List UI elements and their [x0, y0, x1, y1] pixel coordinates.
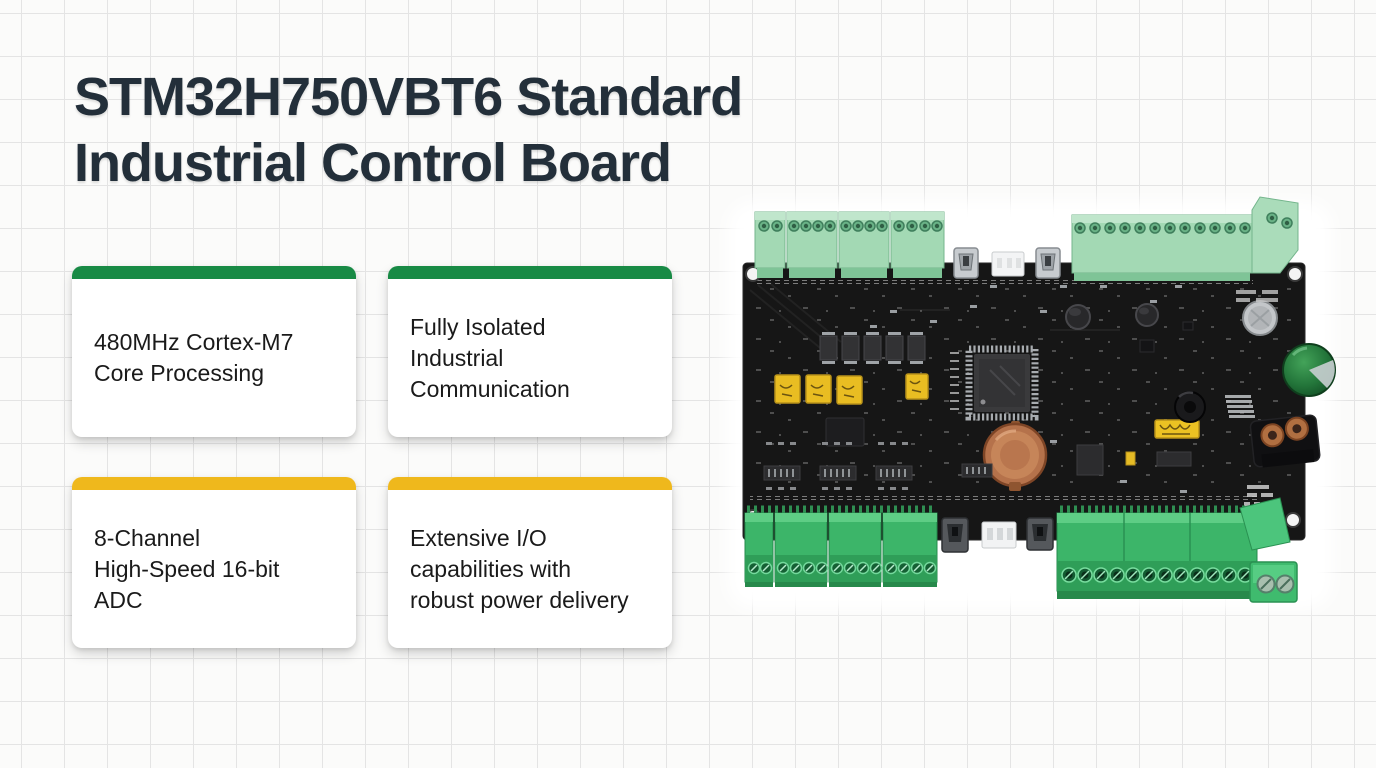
usb-port-top-right — [1035, 247, 1061, 279]
terminal-block — [744, 512, 774, 587]
feature-text: 8-Channel High-Speed 16-bit ADC — [94, 524, 280, 613]
top-terminal-blocks — [754, 196, 1299, 281]
isolator-ic-rows — [763, 442, 993, 490]
card-body: Extensive I/O capabilities with robust p… — [388, 490, 672, 648]
large-green-capacitor — [1282, 343, 1336, 397]
mcu-chip — [950, 345, 1039, 421]
fuses — [774, 373, 929, 405]
card-accent-bar — [72, 477, 356, 490]
terminal-block — [838, 211, 890, 278]
pcb-illustration — [742, 196, 1336, 603]
battery-holder — [982, 421, 1048, 491]
relay-transformer — [1249, 414, 1321, 468]
feature-cards: 480MHz Cortex-M7 Core Processing Fully I… — [72, 266, 672, 648]
terminal-block-long — [1056, 497, 1291, 599]
connector-top-white — [991, 251, 1025, 277]
terminal-block — [828, 512, 883, 587]
feature-text: Fully Isolated Industrial Communication — [410, 313, 570, 402]
feature-card-adc: 8-Channel High-Speed 16-bit ADC — [72, 477, 356, 648]
terminal-block — [890, 211, 945, 278]
terminal-block — [774, 512, 829, 587]
card-body: Fully Isolated Industrial Communication — [388, 279, 672, 437]
terminal-block — [882, 512, 938, 587]
card-accent-bar — [388, 266, 672, 279]
product-photo — [720, 190, 1340, 620]
card-body: 8-Channel High-Speed 16-bit ADC — [72, 490, 356, 648]
bottom-terminal-blocks — [744, 497, 1298, 603]
power-section — [1076, 321, 1255, 476]
ic-row — [819, 332, 926, 364]
terminal-block — [754, 211, 786, 278]
usb-port-bottom-right — [1026, 517, 1054, 551]
electrolytic-capacitors — [1065, 290, 1278, 336]
terminal-block — [786, 211, 838, 278]
terminal-block-2pin — [1249, 561, 1298, 603]
usb-port-bottom-left — [941, 517, 969, 553]
page-title: STM32H750VBT6 Standard Industrial Contro… — [74, 67, 743, 193]
feature-text: Extensive I/O capabilities with robust p… — [410, 524, 629, 613]
card-accent-bar — [72, 266, 356, 279]
feature-card-cpu: 480MHz Cortex-M7 Core Processing — [72, 266, 356, 437]
relay-small — [825, 417, 865, 447]
feature-text: 480MHz Cortex-M7 Core Processing — [94, 329, 294, 386]
terminal-block-long — [1071, 196, 1299, 281]
connector-bottom-white — [981, 521, 1017, 549]
feature-card-isolation: Fully Isolated Industrial Communication — [388, 266, 672, 437]
feature-card-io: Extensive I/O capabilities with robust p… — [388, 477, 672, 648]
card-accent-bar — [388, 477, 672, 490]
usb-port-top-left — [953, 247, 979, 279]
card-body: 480MHz Cortex-M7 Core Processing — [72, 279, 356, 437]
